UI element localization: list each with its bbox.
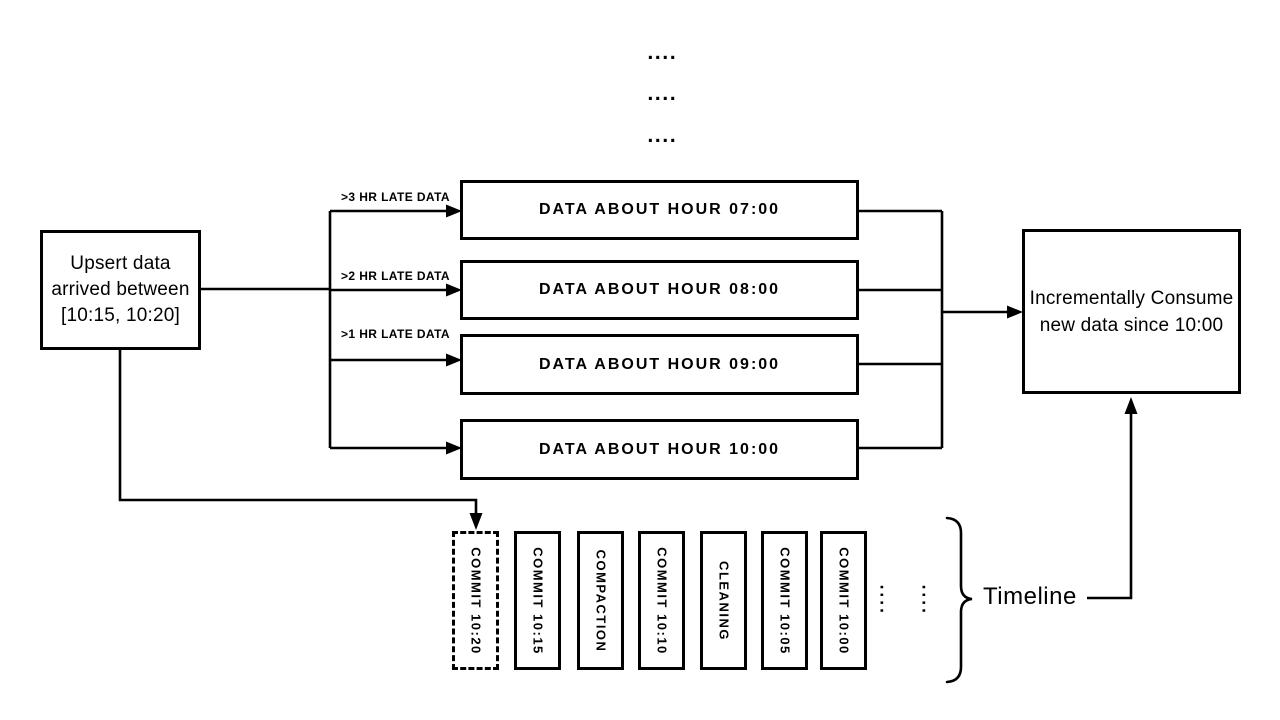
upsert-data-box: Upsert data arrived between [10:15, 10:2… [40,230,201,350]
top-ellipsis-row-2: .... [647,85,677,105]
arrow-head-timeline-consume [1124,397,1138,414]
data-box-hour-0800: DATA ABOUT HOUR 08:00 [460,260,859,320]
arrow-head-hour-0900 [446,353,462,367]
late-data-label-2hr: >2 HR LATE DATA [341,269,451,283]
timeline-box-compaction: COMPACTION [577,531,624,670]
data-box-hour-0900-label: DATA ABOUT HOUR 09:00 [538,355,781,373]
top-ellipsis-row-1: .... [647,44,677,64]
timeline-box-cleaning-label: CLEANING [716,560,731,641]
arrow-head-hour-0800 [446,283,462,297]
upsert-to-timeline-line [118,349,478,514]
incremental-consume-box: Incrementally Consume new data since 10:… [1022,229,1241,394]
timeline-brace [945,516,973,684]
top-ellipsis-row-3: .... [647,127,677,147]
timeline-box-compaction-label: COMPACTION [593,549,608,652]
timeline-label: Timeline [983,583,1077,610]
timeline-box-commit-1010-label: COMMIT 10:10 [654,546,669,655]
late-data-label-3hr: >3 HR LATE DATA [341,190,451,204]
data-box-hour-1000: DATA ABOUT HOUR 10:00 [460,419,859,480]
arrow-head-hour-0700 [446,204,462,218]
data-box-hour-0700: DATA ABOUT HOUR 07:00 [460,180,859,240]
arrow-head-hour-1000 [446,441,462,455]
timeline-ellipsis-1-dots: .... [877,584,893,616]
data-box-hour-0900: DATA ABOUT HOUR 09:00 [460,334,859,395]
timeline-to-consume-line [1087,413,1133,600]
timeline-box-commit-1005-label: COMMIT 10:05 [777,546,792,655]
timeline-ellipsis-2-dots: .... [919,584,935,616]
data-box-hour-1000-label: DATA ABOUT HOUR 10:00 [538,440,781,458]
timeline-box-cleaning: CLEANING [700,531,747,670]
incremental-consume-line-2: new data since 10:00 [1039,314,1224,336]
timeline-box-commit-1020: COMMIT 10:20 [452,531,499,670]
timeline-ellipsis-2: .... [914,583,940,617]
timeline-box-commit-1015-label: COMMIT 10:15 [530,546,545,655]
timeline-box-commit-1000-label: COMMIT 10:00 [836,546,851,655]
timeline-box-commit-1015: COMMIT 10:15 [514,531,561,670]
upsert-data-line-1: Upsert data [70,253,171,274]
arrow-head-commit-1020 [469,513,483,530]
arrow-head-consume [1007,305,1023,319]
timeline-box-commit-1010: COMMIT 10:10 [638,531,685,670]
upsert-data-line-3: [10:15, 10:20] [60,305,180,326]
timeline-box-commit-1020-label: COMMIT 10:20 [468,546,483,655]
data-box-hour-0700-label: DATA ABOUT HOUR 07:00 [538,201,781,218]
incremental-consume-line-1: Incrementally Consume [1029,287,1234,309]
timeline-box-commit-1005: COMMIT 10:05 [761,531,808,670]
upsert-data-line-2: arrived between [51,279,190,300]
data-box-hour-0800-label: DATA ABOUT HOUR 08:00 [538,281,781,298]
late-data-label-1hr: >1 HR LATE DATA [341,327,451,341]
timeline-ellipsis-1: .... [872,583,898,617]
timeline-box-commit-1000: COMMIT 10:00 [820,531,867,670]
